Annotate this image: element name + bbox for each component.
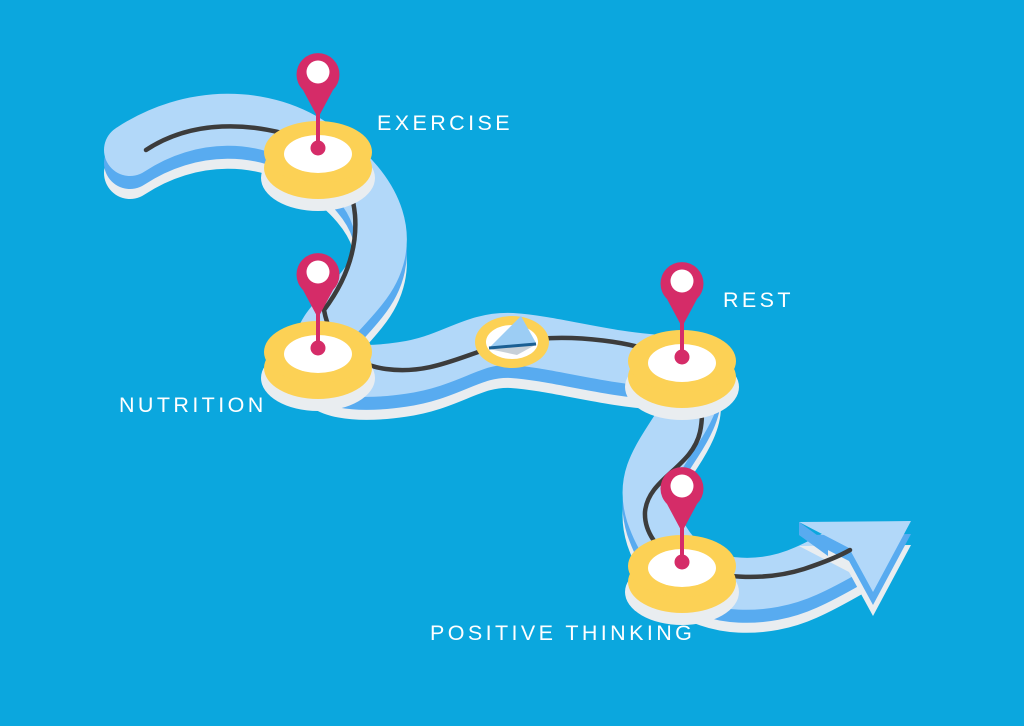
winding-road	[104, 93, 876, 633]
milestone-label-positive-thinking: POSITIVE THINKING	[430, 621, 696, 645]
milestone-label-rest: REST	[723, 288, 794, 312]
milestone-label-exercise: EXERCISE	[377, 111, 513, 135]
compass-icon	[475, 316, 549, 368]
milestone-label-nutrition: NUTRITION	[119, 393, 267, 417]
arrow-end-icon	[799, 521, 911, 616]
